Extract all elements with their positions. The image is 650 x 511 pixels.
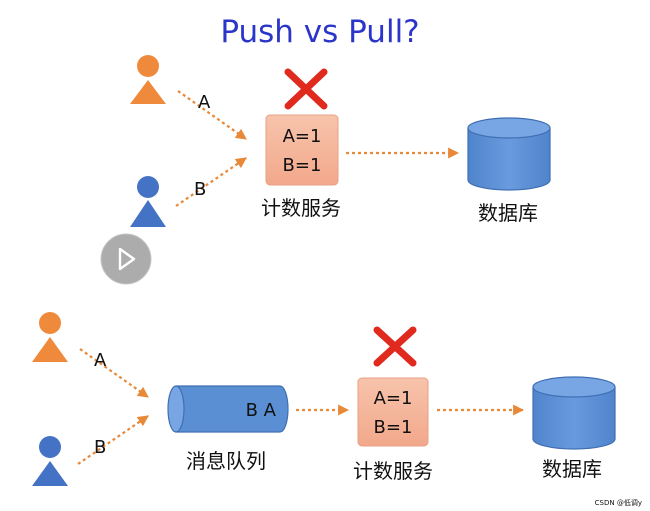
counter-value-a: A=1 <box>374 388 413 409</box>
person-icon <box>32 436 68 486</box>
database-icon <box>467 117 551 191</box>
counter-value-a: A=1 <box>283 126 322 147</box>
service-label: 计数服务 <box>261 196 341 220</box>
arrow-label-a: A <box>94 350 107 371</box>
arrow-b-to-queue <box>77 415 149 465</box>
play-button[interactable] <box>100 233 152 285</box>
counter-value-b: B=1 <box>374 417 413 438</box>
database-label: 数据库 <box>542 457 602 481</box>
database-label: 数据库 <box>478 201 538 225</box>
service-label: 计数服务 <box>353 459 433 483</box>
watermark: CSDN @低调y <box>595 498 642 507</box>
arrow-a-to-service <box>177 90 247 140</box>
person-icon <box>130 55 166 104</box>
diagram-title: Push vs Pull? <box>220 14 419 50</box>
play-icon <box>118 247 136 271</box>
arrow-label-b: B <box>94 437 106 458</box>
queue-content: B A <box>246 400 277 421</box>
arrow-a-to-queue <box>79 348 149 398</box>
arrow-label-a: A <box>198 92 211 113</box>
arrow-label-b: B <box>194 179 206 200</box>
arrow-b-to-service <box>175 157 247 207</box>
queue-icon <box>167 385 289 433</box>
counter-service-box <box>357 377 429 447</box>
counter-service-box <box>265 114 339 186</box>
queue-label: 消息队列 <box>186 449 266 473</box>
database-icon <box>532 376 616 450</box>
person-icon <box>130 176 166 227</box>
cross-icon <box>373 326 417 367</box>
cross-icon <box>284 68 328 110</box>
person-icon <box>32 312 68 362</box>
counter-value-b: B=1 <box>283 155 322 176</box>
